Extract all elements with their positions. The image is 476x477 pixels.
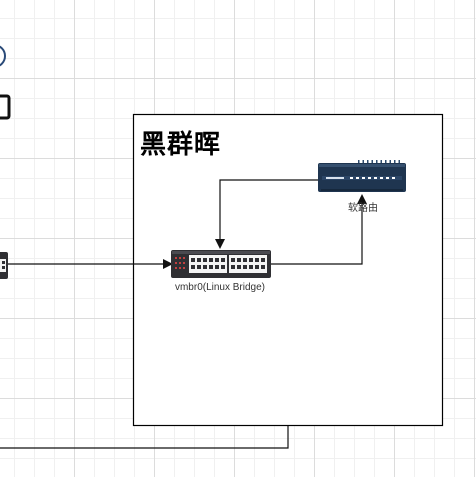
offscreen-switch-node[interactable] xyxy=(0,252,8,279)
offscreen-laptop-node[interactable] xyxy=(0,94,11,120)
edge-router-to-bridge[interactable] xyxy=(215,179,318,249)
soft-router-label: 软路由 xyxy=(348,203,378,214)
group-title: 黑群晖 xyxy=(140,130,222,160)
offscreen-circle-node[interactable] xyxy=(0,45,6,67)
linux-bridge-label: vmbr0(Linux Bridge) xyxy=(174,282,266,293)
network-switch-icon[interactable] xyxy=(171,250,271,278)
router-icon[interactable] xyxy=(318,160,406,192)
edge-bridge-to-router[interactable] xyxy=(270,194,367,265)
edge-group-to-offscreen[interactable] xyxy=(0,426,289,449)
